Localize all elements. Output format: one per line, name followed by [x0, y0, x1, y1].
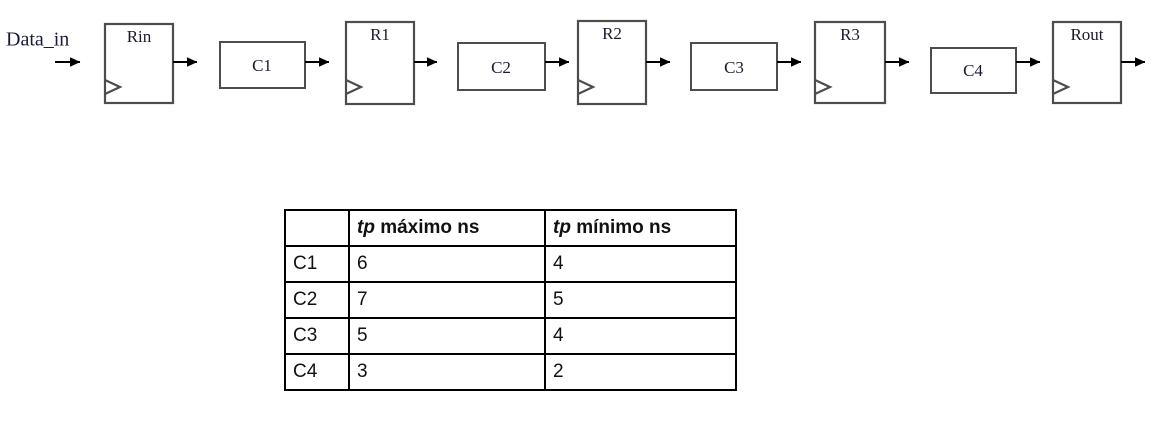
table-cell-min: 5: [544, 281, 737, 319]
table-cell-max: 7: [348, 281, 546, 319]
table-header-row: tp máximo ns tp mínimo ns: [284, 209, 737, 247]
table-cell-max: 3: [348, 353, 546, 391]
table-row: C3 5 4: [284, 317, 737, 355]
block-c1-label: C1: [252, 56, 272, 75]
block-c3: C3: [690, 42, 778, 91]
clock-input-icon: [814, 79, 833, 95]
register-r1: R1: [344, 20, 416, 106]
block-c4-label: C4: [963, 61, 983, 80]
block-c3-label: C3: [724, 58, 744, 77]
table-cell-min: 2: [544, 353, 737, 391]
register-r3: R3: [813, 20, 887, 105]
table-header-max-text: máximo ns: [374, 217, 480, 238]
propagation-delay-table: tp máximo ns tp mínimo ns C1 6 4 C2 7 5 …: [284, 209, 737, 391]
register-r2-label: R2: [602, 24, 622, 43]
register-rout-label: Rout: [1070, 25, 1103, 44]
clock-input-icon: [345, 79, 364, 95]
register-rin-label: Rin: [127, 27, 152, 46]
register-r2: R2: [576, 19, 648, 106]
register-r3-label: R3: [840, 25, 860, 44]
clock-input-icon: [1052, 79, 1071, 95]
table-row: C4 3 2: [284, 353, 737, 391]
table-cell-min: 4: [544, 245, 737, 283]
pipeline-diagram: Data_in Rin C1 R1: [0, 0, 1165, 130]
table-header-max: tp máximo ns: [348, 209, 546, 247]
register-r1-label: R1: [370, 25, 390, 44]
table-row: C1 6 4: [284, 245, 737, 283]
pipeline-diagram-canvas: Data_in Rin C1 R1: [6, 19, 1146, 106]
table-row-label: C2: [284, 281, 350, 319]
tp-symbol-min: tp: [553, 217, 571, 238]
register-rout: Rout: [1051, 20, 1123, 105]
table-cell-max: 6: [348, 245, 546, 283]
table-header-min: tp mínimo ns: [544, 209, 737, 247]
table-cell-max: 5: [348, 317, 546, 355]
table-row: C2 7 5: [284, 281, 737, 319]
block-c2-label: C2: [491, 58, 511, 77]
data-in-label: Data_in: [6, 29, 69, 51]
table-header-min-text: mínimo ns: [570, 217, 672, 238]
table-header-corner: [284, 209, 350, 247]
table-cell-min: 4: [544, 317, 737, 355]
table-row-label: C3: [284, 317, 350, 355]
block-c4: C4: [930, 47, 1017, 94]
table-row-label: C4: [284, 353, 350, 391]
clock-input-icon: [577, 79, 596, 95]
timing-table-container: tp máximo ns tp mínimo ns C1 6 4 C2 7 5 …: [284, 209, 737, 391]
table-row-label: C1: [284, 245, 350, 283]
register-rin: Rin: [103, 22, 175, 105]
tp-symbol-max: tp: [357, 217, 375, 238]
block-c1: C1: [219, 41, 306, 89]
clock-input-icon: [104, 79, 123, 95]
block-c2: C2: [457, 42, 546, 91]
